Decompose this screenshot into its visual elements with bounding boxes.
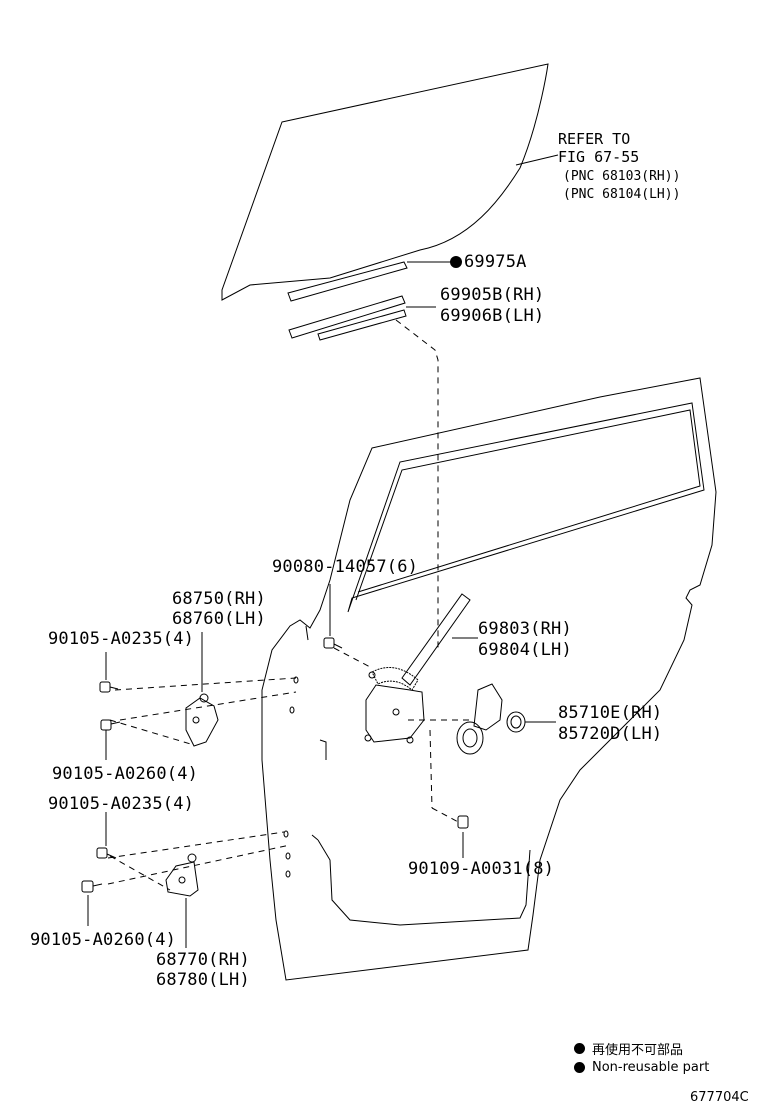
window-regulator (365, 594, 470, 743)
bolt-icons (82, 638, 468, 892)
part-90105-a0235-lower-label[interactable]: 90105-A0235(4) (48, 794, 195, 814)
bolt-icon (324, 638, 342, 648)
figure-number: 677704C (690, 1090, 749, 1105)
part-69803-label[interactable]: 69803(RH) (478, 619, 572, 639)
part-90105-a0260-upper-label[interactable]: 90105-A0260(4) (52, 764, 199, 784)
non-reusable-dot-icon (574, 1043, 585, 1054)
part-90109-label[interactable]: 90109-A0031(8) (408, 859, 555, 879)
bolt-icon (97, 848, 116, 858)
pnc-rh-label: (PNC 68103(RH)) (563, 169, 681, 184)
upper-door-hinge (186, 694, 218, 746)
legend-en-text: Non-reusable part (592, 1060, 710, 1075)
refer-to-label: REFER TO (558, 130, 631, 148)
part-68780-label[interactable]: 68780(LH) (156, 970, 250, 990)
part-69804-label[interactable]: 69804(LH) (478, 640, 572, 660)
door-glass (222, 64, 548, 300)
legend-jp-text: 再使用不可部品 (592, 1043, 684, 1058)
legend-en: Non-reusable part (574, 1060, 709, 1075)
solid-leaders (88, 155, 558, 948)
part-68750-label[interactable]: 68750(RH) (172, 589, 266, 609)
pnc-lh-label: (PNC 68104(LH)) (563, 187, 681, 202)
door-mount-holes (284, 677, 298, 877)
part-90080-label[interactable]: 90080-14057(6) (272, 557, 419, 577)
part-68770-label[interactable]: 68770(RH) (156, 950, 250, 970)
part-90105-a0235-upper-label[interactable]: 90105-A0235(4) (48, 629, 195, 649)
non-reusable-dot-icon (574, 1062, 585, 1073)
bolt-icon (458, 816, 468, 828)
part-68760-label[interactable]: 68760(LH) (172, 609, 266, 629)
part-69906b-label[interactable]: 69906B(LH) (440, 306, 545, 326)
bolt-icon (101, 720, 120, 730)
part-85710e-label[interactable]: 85710E(RH) (558, 703, 663, 723)
regulator-motor (457, 684, 525, 754)
part-69975a-label[interactable]: 69975A (464, 252, 527, 272)
dashed-leaders (108, 320, 470, 890)
glass-channel-69975a (288, 262, 407, 301)
legend-jp: 再使用不可部品 (574, 1039, 683, 1058)
fig-reference-label: FIG 67-55 (558, 148, 640, 166)
lower-door-hinge (166, 854, 198, 896)
non-reusable-marker-icon (450, 256, 462, 268)
part-90105-a0260-lower-label[interactable]: 90105-A0260(4) (30, 930, 177, 950)
glass-channel-69905b (289, 296, 406, 340)
part-69905b-label[interactable]: 69905B(RH) (440, 285, 545, 305)
bolt-icon (82, 881, 102, 892)
bolt-icon (100, 682, 118, 692)
part-85720d-label[interactable]: 85720D(LH) (558, 724, 663, 744)
door-panel (262, 378, 716, 980)
